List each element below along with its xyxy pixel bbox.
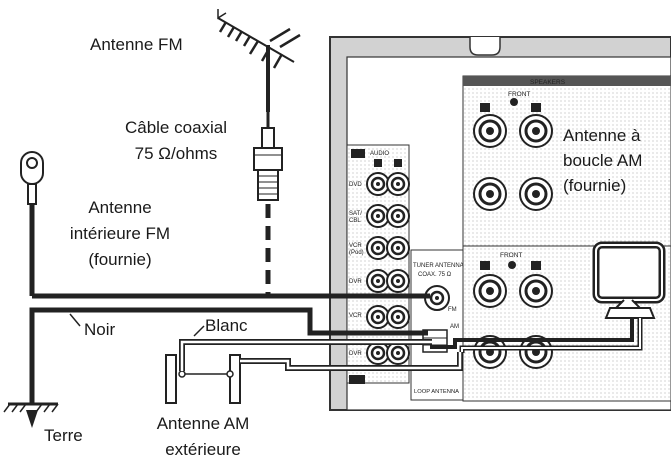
fm-coax-jack[interactable] <box>424 285 450 311</box>
am-loop-label: Antenne à boucle AM (fournie) <box>563 126 642 196</box>
coax-line-2: 75 Ω/ohms <box>134 144 218 163</box>
rca-jack[interactable] <box>366 204 390 228</box>
tuner-coax-label: COAX. 75 Ω <box>418 272 452 278</box>
receiver-rear-panel: SPEAKERS FRONT B R L FR <box>329 36 671 411</box>
row-label-dvr: DVR <box>349 279 362 285</box>
am-loop-line-3: (fournie) <box>563 176 627 195</box>
coax-connector <box>253 112 283 201</box>
badge-a: A <box>510 264 514 270</box>
rca-jack[interactable] <box>386 305 410 329</box>
white-wire-label: Blanc <box>205 316 248 335</box>
row-label-pod: (Pod) <box>349 250 364 256</box>
outdoor-am-antenna <box>165 325 241 404</box>
speaker-terminal[interactable] <box>519 114 553 148</box>
row-label-cbl: CBL <box>349 218 361 224</box>
coax-cable-label: Câble coaxial 75 Ω/ohms <box>110 118 242 164</box>
badge-l-audio: L <box>396 161 400 167</box>
rca-jack[interactable] <box>366 341 390 365</box>
front-mid-label: FRONT <box>500 252 522 259</box>
loop-antenna-label: LOOP ANTENNA <box>414 389 459 395</box>
am-label: AM <box>450 324 459 330</box>
rca-jack[interactable] <box>366 305 390 329</box>
am-loop-wire <box>430 318 634 349</box>
rca-jack[interactable] <box>386 341 410 365</box>
rca-jack[interactable] <box>366 236 390 260</box>
rca-jack[interactable] <box>366 269 390 293</box>
rca-jack[interactable] <box>366 172 390 196</box>
speaker-terminal[interactable] <box>519 274 553 308</box>
rca-jack[interactable] <box>386 204 410 228</box>
am-loop-antenna <box>592 241 666 319</box>
ground-label: Terre <box>44 426 83 445</box>
outdoor-am-label: Antenne AM extérieure <box>128 414 278 460</box>
speaker-terminal[interactable] <box>519 177 553 211</box>
speaker-terminal[interactable] <box>473 274 507 308</box>
speaker-terminal[interactable] <box>473 177 507 211</box>
fm-antenna <box>217 9 301 112</box>
badge-r-top: R <box>482 105 487 112</box>
indoor-fm-label: Antenne intérieure FM (fournie) <box>46 198 194 270</box>
fm-label: FM <box>448 307 457 313</box>
outdoor-am-line-2: extérieure <box>165 440 241 459</box>
in-badge: IN <box>353 151 360 158</box>
rca-jack[interactable] <box>386 236 410 260</box>
rca-jack[interactable] <box>386 172 410 196</box>
outdoor-am-line-1: Antenne AM <box>156 414 250 433</box>
black-ground-wire <box>29 307 428 404</box>
out-badge: OUT <box>350 377 364 384</box>
speaker-terminal[interactable] <box>473 114 507 148</box>
badge-b: B <box>512 101 516 107</box>
indoor-fm-antenna <box>20 151 44 296</box>
tuner-antenna-section <box>410 249 464 401</box>
row-label-sat: SAT/ <box>349 211 362 217</box>
front-top-label: FRONT <box>508 91 530 98</box>
badge-r-audio: R <box>376 161 381 167</box>
badge-l-top: L <box>533 105 537 112</box>
coax-line-1: Câble coaxial <box>124 118 228 137</box>
row-label-vcr-out: VCR <box>349 313 362 319</box>
indoor-fm-line-2: intérieure FM <box>69 224 171 243</box>
row-label-dvr-out: DVR <box>349 351 362 357</box>
am-loop-line-2: boucle AM <box>563 151 643 170</box>
badge-l-mid: L <box>533 263 537 270</box>
row-label-dvd: DVD <box>349 182 362 188</box>
am-loop-line-1: Antenne à <box>563 126 641 145</box>
audio-label: AUDIO <box>370 151 389 157</box>
fm-antenna-label: Antenne FM <box>90 35 183 54</box>
tuner-antenna-label: TUNER ANTENNA <box>413 263 464 269</box>
badge-r-mid: R <box>482 263 487 270</box>
row-label-vcr: VCR <box>349 243 362 249</box>
ground-symbol <box>3 402 59 428</box>
indoor-fm-line-3: (fournie) <box>88 250 152 269</box>
indoor-fm-line-1: Antenne <box>88 198 152 217</box>
black-wire-label: Noir <box>84 320 116 339</box>
speakers-label: SPEAKERS <box>530 79 566 86</box>
rca-jack[interactable] <box>386 269 410 293</box>
